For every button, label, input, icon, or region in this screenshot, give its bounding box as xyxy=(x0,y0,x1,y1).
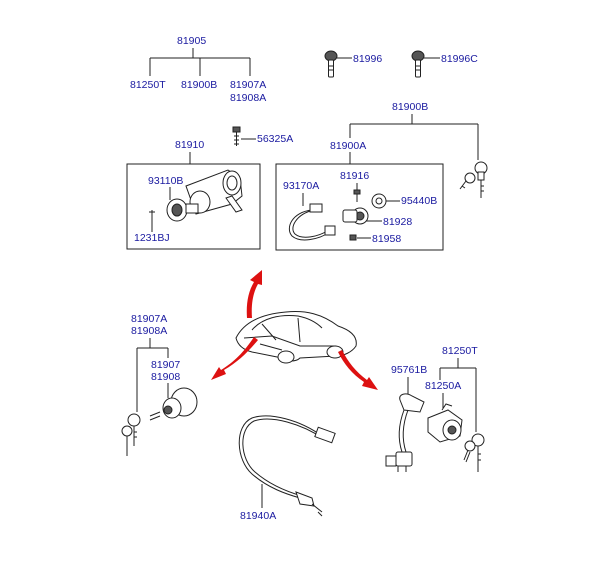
key-81996C: 81996C xyxy=(411,50,478,78)
label-81900B-top: 81900B xyxy=(181,79,217,91)
leader-81250T-right xyxy=(439,358,477,432)
label-81900A: 81900A xyxy=(330,140,366,152)
arrow-right-icon xyxy=(338,350,378,390)
group-81907A: 81907A 81908A 81907 81908 xyxy=(121,313,198,456)
label-81905: 81905 xyxy=(177,35,206,47)
group-81905: 81905 81250T 81900B 81907A 81908A xyxy=(130,35,266,104)
label-95440B: 95440B xyxy=(401,195,437,207)
label-93170A: 93170A xyxy=(283,180,319,192)
key-pair-icon xyxy=(459,161,488,198)
label-81996C: 81996C xyxy=(441,53,478,65)
steering-lock-icon xyxy=(149,169,243,222)
label-81928: 81928 xyxy=(383,216,412,228)
leader-81907A-left xyxy=(136,338,169,412)
screw-icon xyxy=(353,189,361,202)
key-pair-icon xyxy=(121,413,141,456)
label-81907A-top: 81907A xyxy=(230,79,266,91)
label-56325A: 56325A xyxy=(257,133,293,145)
box-81910 xyxy=(126,163,261,250)
leader-81905 xyxy=(149,48,251,76)
label-81908: 81908 xyxy=(151,371,180,383)
label-81910: 81910 xyxy=(175,139,204,151)
screw-icon xyxy=(234,132,239,146)
cable-icon xyxy=(238,415,336,517)
label-81250A: 81250A xyxy=(425,380,461,392)
small-screw-icon xyxy=(349,234,357,241)
label-81908A-left: 81908A xyxy=(131,325,167,337)
key-pair-icon xyxy=(463,433,485,472)
label-1231BJ: 1231BJ xyxy=(134,232,170,244)
label-81916: 81916 xyxy=(340,170,369,182)
label-81907A-left: 81907A xyxy=(131,313,167,325)
bezel-ring-icon xyxy=(371,193,387,209)
arrow-left-icon xyxy=(211,337,258,380)
label-81996: 81996 xyxy=(353,53,382,65)
group-81940A: 81940A xyxy=(238,415,336,522)
key-81996: 81996 xyxy=(324,50,382,78)
label-81250T-top: 81250T xyxy=(130,79,166,91)
group-81910: 81910 93110B 1231BJ xyxy=(126,139,261,250)
box-81900A xyxy=(275,163,444,251)
label-95761B: 95761B xyxy=(391,364,427,376)
label-81900B-right: 81900B xyxy=(392,101,428,113)
screw-56325A: 56325A xyxy=(232,126,293,146)
group-81900B: 81900B 81900A xyxy=(330,101,488,198)
key-icon xyxy=(411,50,425,78)
arrow-up-icon xyxy=(246,270,262,318)
leader-81900B-right xyxy=(349,114,479,160)
key-icon xyxy=(324,50,338,78)
trunk-lock-cylinder-icon xyxy=(427,403,463,443)
car-illustration xyxy=(235,311,357,364)
door-lock-cylinder-icon xyxy=(149,387,198,421)
label-81250T-right: 81250T xyxy=(442,345,478,357)
label-81908A-top: 81908A xyxy=(230,92,266,104)
trunk-switch-icon xyxy=(385,393,425,472)
group-81250T: 81250T 81250A 95761B xyxy=(385,345,485,472)
wire-harness-icon xyxy=(288,203,336,241)
label-81907: 81907 xyxy=(151,359,180,371)
group-81900A-box: 93170A 81916 95440B 81928 81958 xyxy=(275,163,444,251)
ignition-switch-icon xyxy=(342,207,369,225)
label-81958: 81958 xyxy=(372,233,401,245)
label-93110B: 93110B xyxy=(148,175,183,187)
label-81940A: 81940A xyxy=(240,510,276,522)
